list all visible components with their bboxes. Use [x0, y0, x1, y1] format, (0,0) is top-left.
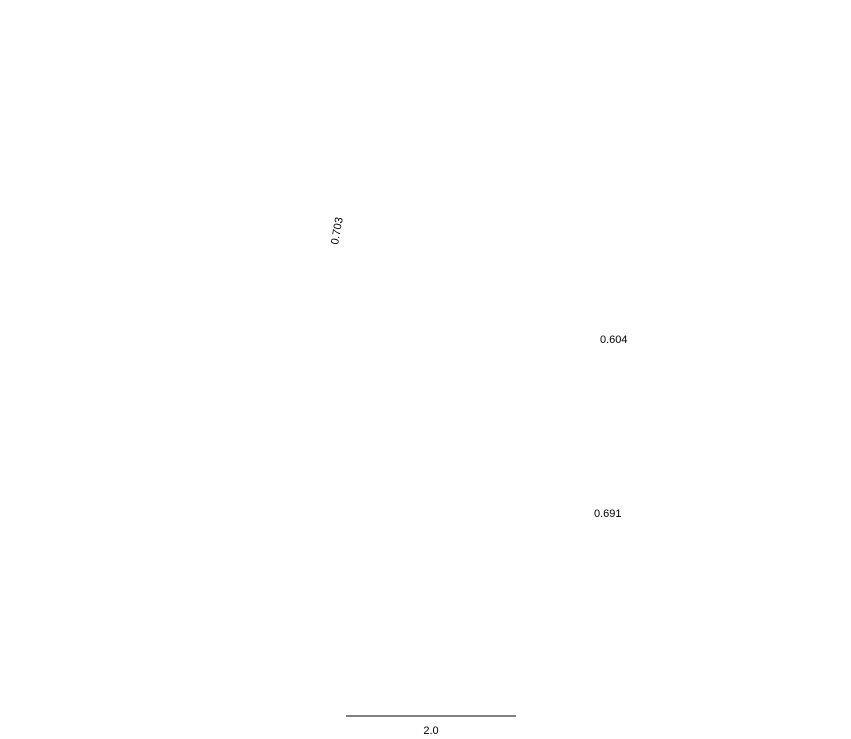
support-value-0604: 0.604 — [600, 334, 628, 346]
support-value-0691: 0.691 — [594, 508, 622, 520]
support-value-0703: 0.703 — [329, 216, 346, 245]
scale-bar: 2.0 — [346, 715, 516, 737]
scale-bar-label: 2.0 — [423, 725, 438, 737]
